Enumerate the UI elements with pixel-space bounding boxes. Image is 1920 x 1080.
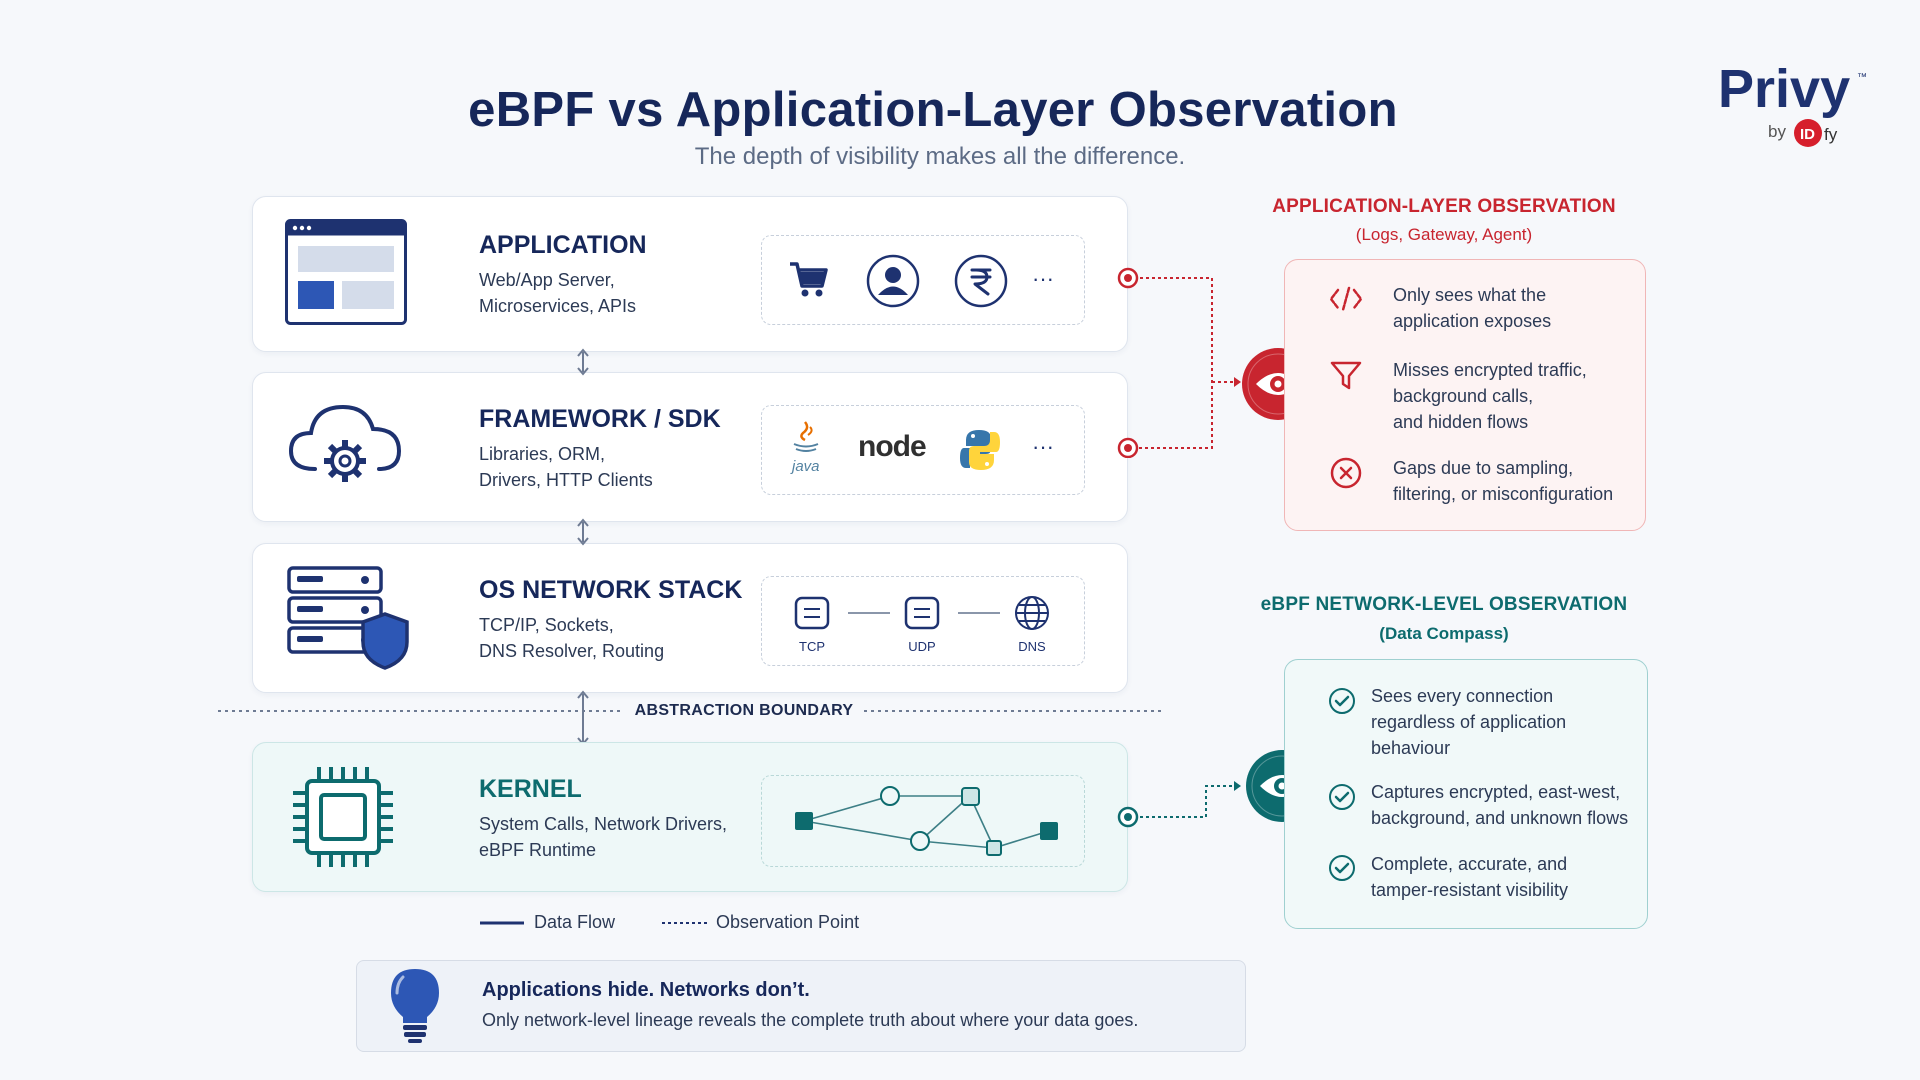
filter-icon	[1330, 361, 1362, 390]
layer-desc-line: System Calls, Network Drivers,	[479, 814, 728, 834]
double-arrow-icon	[577, 518, 589, 546]
layer-desc-line: eBPF Runtime	[479, 840, 597, 860]
data-flow-legend-line	[480, 921, 524, 925]
tcp-label: TCP	[799, 639, 825, 654]
svg-text:fy: fy	[1824, 125, 1838, 144]
server-shield-icon	[287, 566, 409, 670]
app-observation-item: Only sees what the application exposes	[1393, 285, 1552, 331]
browser-window-icon	[285, 219, 407, 325]
app-observation-subtitle: (Logs, Gateway, Agent)	[1355, 225, 1533, 244]
python-icon	[960, 430, 1000, 470]
layer-title: APPLICATION	[479, 231, 647, 259]
page-subtitle: The depth of visibility makes all the di…	[694, 143, 1186, 170]
layer-desc-line: DNS Resolver, Routing	[479, 641, 665, 661]
globe-icon	[1015, 596, 1049, 630]
layer-title: OS NETWORK STACK	[479, 576, 743, 604]
framework-layer-card: FRAMEWORK / SDK Libraries, ORM, Drivers,…	[252, 372, 1128, 522]
idfy-logo: ID fy	[1794, 118, 1852, 153]
layer-desc-line: Web/App Server,	[479, 270, 615, 290]
check-circle-icon	[1329, 784, 1355, 810]
insight-box: Applications hide. Networks don’t. Only …	[356, 960, 1246, 1052]
abstraction-boundary-line	[218, 710, 1162, 712]
insight-body: Only network-level lineage reveals the c…	[482, 1010, 1139, 1030]
framework-icons-box: java node ···	[761, 405, 1085, 495]
observation-point-legend-label: Observation Point	[716, 912, 860, 932]
network-graph-icon	[795, 786, 1058, 856]
user-icon	[866, 254, 920, 308]
lightbulb-icon	[391, 969, 439, 1043]
app-observation-title: APPLICATION-LAYER OBSERVATION	[1272, 196, 1616, 217]
layer-desc-line: Microservices, APIs	[479, 296, 637, 316]
application-layer-card: APPLICATION Web/App Server, Microservice…	[252, 196, 1128, 352]
insight-heading: Applications hide. Networks don’t.	[482, 979, 810, 1001]
chip-icon	[293, 767, 393, 867]
dns-label: DNS	[1018, 639, 1046, 654]
svg-text:ID: ID	[1800, 126, 1815, 143]
observation-point-icon	[1117, 806, 1139, 828]
java-label: java	[792, 458, 820, 475]
abstraction-boundary-label: ABSTRACTION BOUNDARY	[634, 702, 854, 719]
udp-label: UDP	[908, 639, 936, 654]
more-icon: ···	[1032, 434, 1054, 459]
os-network-stack-card: OS NETWORK STACK TCP/IP, Sockets, DNS Re…	[252, 543, 1128, 693]
brand-by-label: by	[1768, 122, 1786, 141]
protocol-box: TCP UDP DNS	[761, 576, 1085, 666]
application-icons-box: ···	[761, 235, 1085, 325]
ebpf-observation-subtitle: (Data Compass)	[1379, 624, 1509, 643]
observation-point-legend-line	[662, 922, 708, 924]
layer-desc-line: Drivers, HTTP Clients	[479, 470, 653, 490]
layer-title: KERNEL	[479, 775, 582, 803]
ebpf-observation-item: Captures encrypted, east-west, backgroun…	[1371, 782, 1629, 828]
more-icon: ···	[1032, 266, 1054, 291]
app-observation-panel: Only sees what the application exposes M…	[1284, 259, 1646, 531]
brand-trademark: ™	[1857, 72, 1867, 83]
ebpf-observation-title: eBPF NETWORK-LEVEL OBSERVATION	[1260, 594, 1628, 615]
cloud-gear-icon	[288, 404, 402, 482]
java-icon	[793, 421, 819, 452]
ebpf-observation-connector	[1117, 781, 1241, 828]
check-circle-icon	[1329, 688, 1355, 714]
udp-icon	[904, 596, 940, 630]
layer-desc-line: TCP/IP, Sockets,	[479, 615, 614, 635]
tcp-icon	[794, 596, 830, 630]
rupee-icon	[954, 254, 1008, 308]
layer-desc-line: Libraries, ORM,	[479, 444, 606, 464]
code-icon	[1329, 286, 1363, 312]
x-circle-icon	[1330, 457, 1362, 489]
observation-point-icon	[1117, 437, 1139, 458]
observation-point-icon	[1117, 267, 1139, 289]
app-observation-item: Gaps due to sampling, filtering, or misc…	[1393, 458, 1614, 504]
cart-icon	[790, 262, 828, 297]
kernel-layer-card: KERNEL System Calls, Network Drivers, eB…	[252, 742, 1128, 892]
app-observation-connector	[1117, 267, 1241, 458]
double-arrow-icon	[577, 348, 589, 376]
ebpf-observation-item: Complete, accurate, and tamper-resistant…	[1371, 854, 1569, 900]
page-title: eBPF vs Application-Layer Observation	[468, 83, 1398, 137]
double-arrow-icon	[577, 690, 589, 746]
nodejs-icon: node	[858, 430, 927, 463]
ebpf-observation-item: Sees every connection regardless of appl…	[1371, 686, 1567, 758]
brand-name: Privy	[1718, 59, 1851, 119]
layer-title: FRAMEWORK / SDK	[479, 405, 721, 433]
check-circle-icon	[1329, 855, 1355, 881]
app-observation-item: Misses encrypted traffic, background cal…	[1393, 360, 1587, 432]
data-flow-legend-label: Data Flow	[534, 912, 616, 932]
network-graph-box	[761, 775, 1085, 867]
ebpf-observation-panel: Sees every connection regardless of appl…	[1284, 659, 1648, 929]
